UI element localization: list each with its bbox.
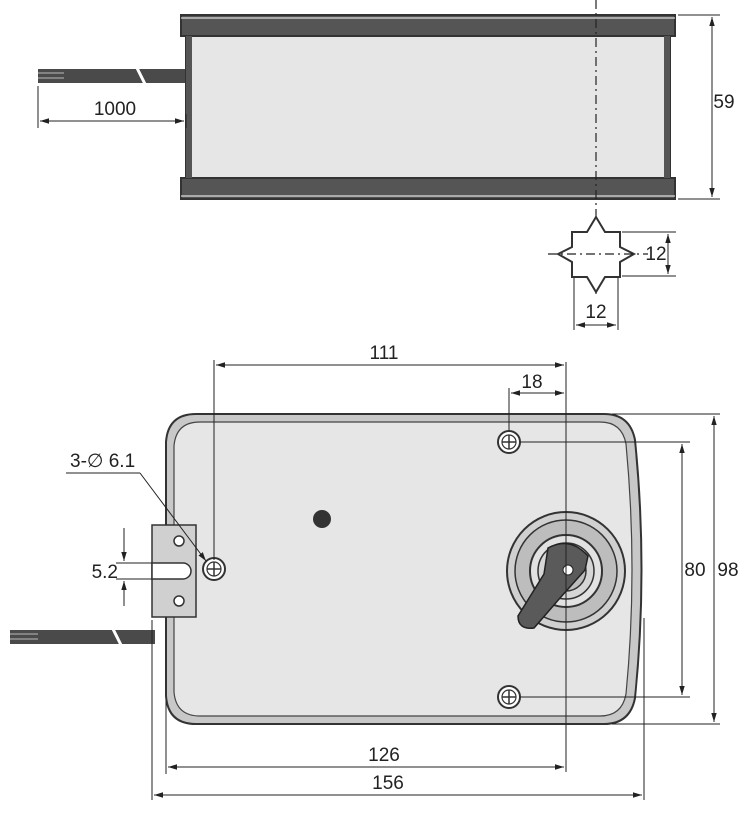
hole-offset-label: 18 (521, 372, 542, 393)
side-view: 1000 59 (37, 0, 735, 296)
top-cable (10, 626, 155, 648)
side-height-label: 59 (713, 92, 734, 113)
tab-hole-lower (173, 595, 185, 607)
indicator-dot (313, 510, 331, 528)
tab-hole-upper (173, 535, 185, 547)
overall-width-label: 156 (372, 773, 404, 794)
side-top-plate (180, 14, 676, 37)
side-bottom-plate (180, 177, 676, 200)
mounting-hole-bottom-right (497, 685, 521, 709)
hole-spacing-label: 111 (370, 343, 399, 364)
mounting-tab (151, 524, 197, 618)
top-view: 111 18 3-∅ 6.1 5.2 80 98 126 156 (10, 343, 739, 800)
shaft-profile: 12 12 (548, 215, 676, 330)
cable-length-label: 1000 (94, 99, 136, 120)
shaft-star-shape (555, 215, 637, 294)
mounting-hole-top-right (497, 430, 521, 454)
slot-width-label: 5.2 (92, 562, 118, 583)
inner-width-label: 126 (368, 745, 400, 766)
side-cable (38, 65, 188, 87)
mounting-hole-left (202, 557, 226, 581)
lever-arm (517, 542, 589, 629)
overall-height-label: 98 (717, 560, 738, 581)
hole-pitch-label: 80 (684, 560, 705, 581)
hole-spec-label: 3-∅ 6.1 (70, 451, 135, 472)
side-body (185, 21, 671, 193)
shaft-height-label: 12 (645, 244, 666, 265)
shaft-width-label: 12 (585, 302, 606, 323)
